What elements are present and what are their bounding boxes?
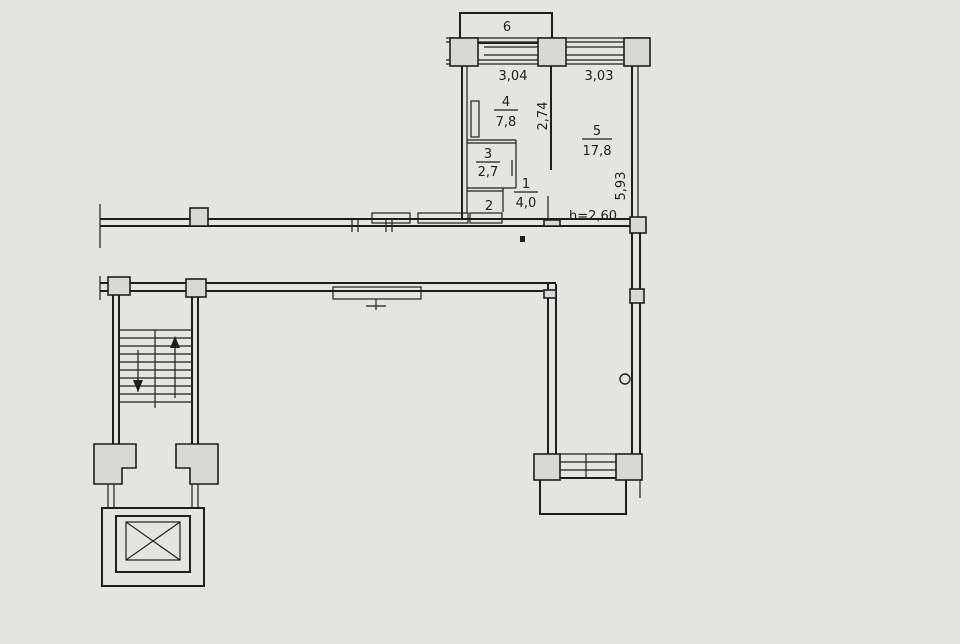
room-5-area: 17,8: [583, 144, 612, 159]
building-walls: [99, 204, 642, 587]
room-3-area: 2,7: [478, 165, 499, 180]
stair-arrow-down-icon: [133, 350, 143, 392]
room-1-number: 1: [522, 177, 530, 192]
room-4-number: 4: [502, 95, 510, 110]
structural-columns: [93, 37, 651, 485]
room-6-number: 6: [503, 20, 511, 35]
stair-arrow-up-icon: [170, 336, 180, 398]
partition-length-dimension: 2,74: [536, 102, 551, 131]
left-width-dimension: 3,04: [499, 69, 528, 84]
room-depth-dimension: 5,93: [614, 172, 629, 201]
room-3-number: 3: [484, 147, 492, 162]
meter-mark-icon: [520, 236, 525, 242]
room-4-area: 7,8: [496, 115, 517, 130]
ceiling-height-label: h=2,60: [569, 209, 617, 224]
room-2-number: 2: [485, 199, 493, 214]
riser-circle-icon: [619, 373, 631, 385]
apartment-walls: [446, 12, 650, 220]
right-width-dimension: 3,03: [585, 69, 614, 84]
room-5-number: 5: [593, 124, 601, 139]
room-1-area: 4,0: [516, 196, 537, 211]
